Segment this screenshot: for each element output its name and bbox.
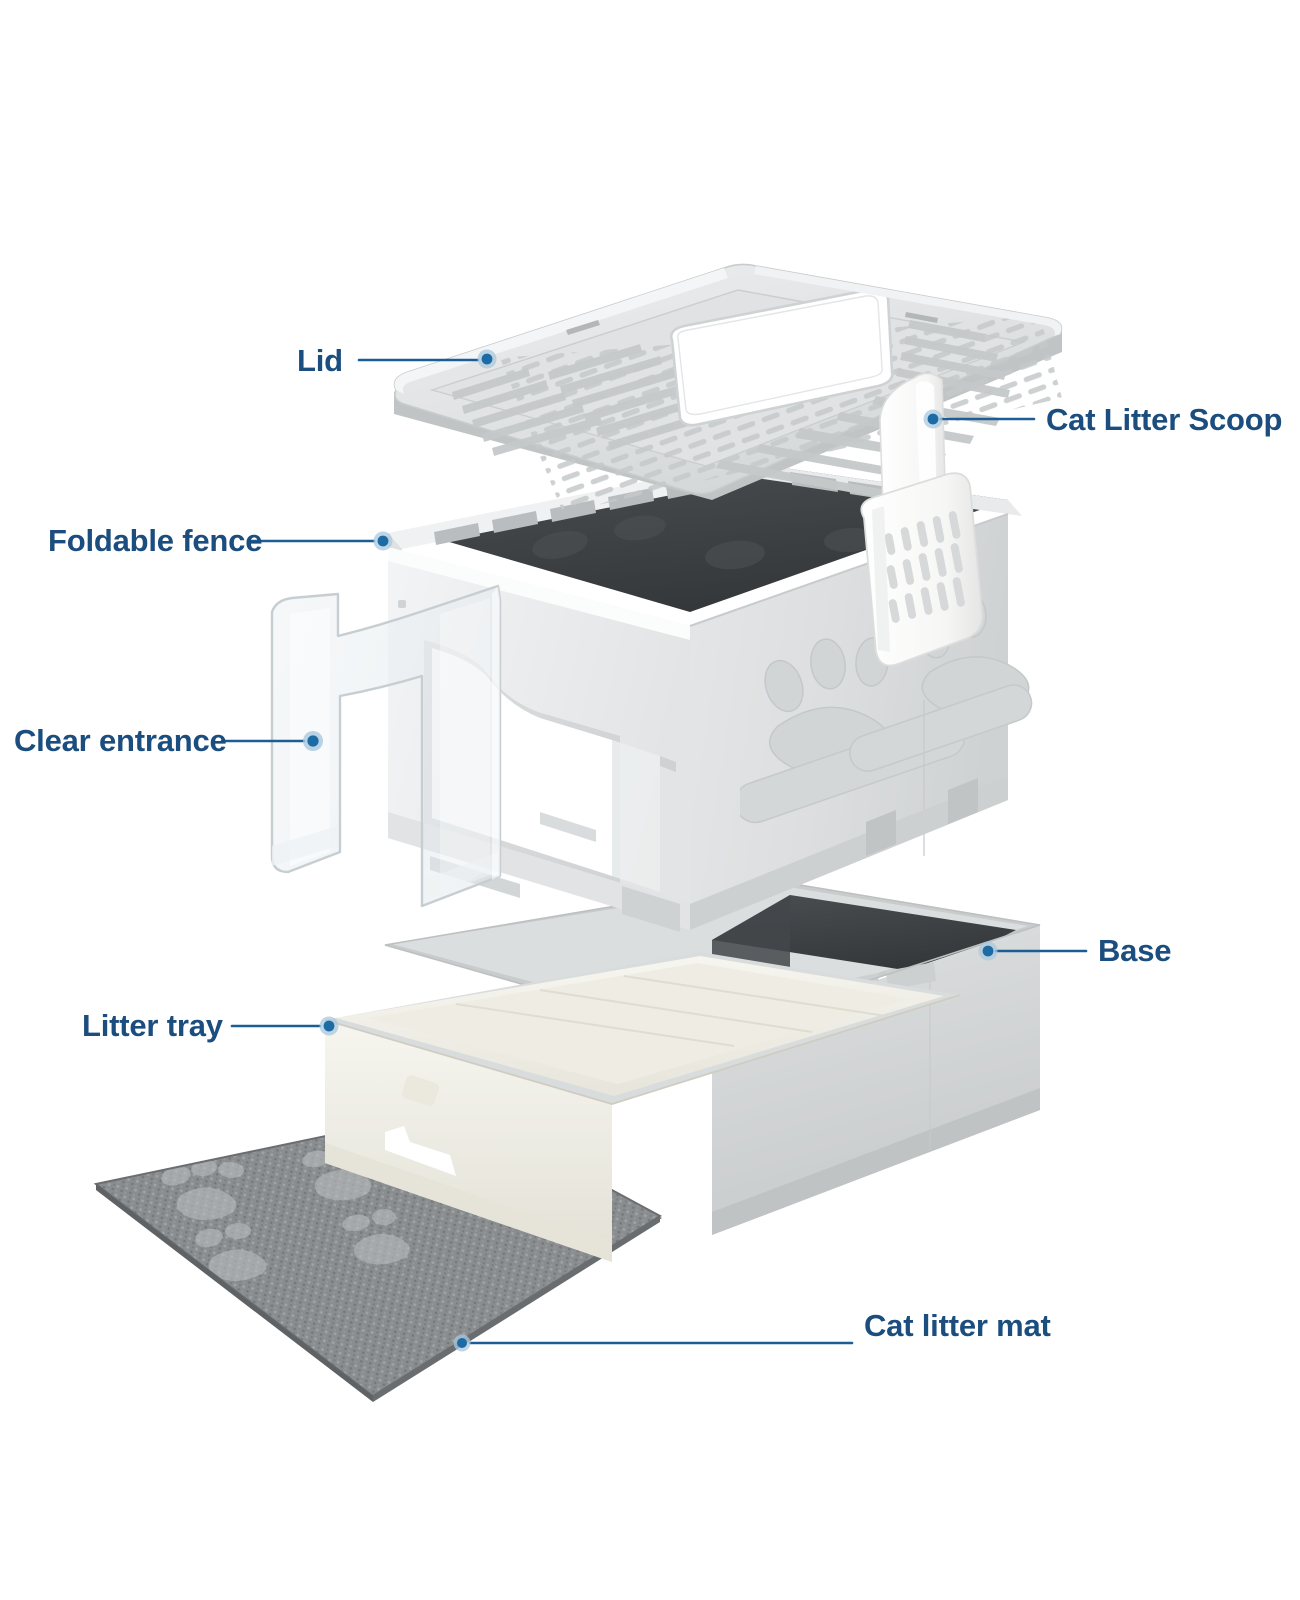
callout-dot-base: [978, 941, 998, 961]
callout-label-clear-entrance: Clear entrance: [14, 723, 227, 758]
callout-dots: [303, 349, 998, 1352]
callout-label-cat-litter-scoop: Cat Litter Scoop: [1046, 402, 1283, 437]
part-clear-entrance: [270, 584, 502, 908]
callout-dot-fence: [373, 531, 393, 551]
callout-dot-mat: [453, 1334, 471, 1352]
callout-dot-lid: [477, 349, 497, 369]
callout-dot-tray: [319, 1016, 339, 1036]
callout-label-cat-litter-mat: Cat litter mat: [864, 1308, 1051, 1343]
part-lid: [393, 263, 1063, 513]
callout-label-foldable-fence: Foldable fence: [48, 523, 263, 558]
callout-label-base: Base: [1098, 933, 1172, 968]
callout-label-lid: Lid: [297, 343, 343, 378]
callout-label-litter-tray: Litter tray: [82, 1008, 223, 1043]
callout-leaders: [220, 349, 1088, 1352]
callout-dot-entrance: [303, 731, 323, 751]
part-litter-tray: [324, 952, 961, 1262]
callout-dot-scoop: [923, 409, 943, 429]
